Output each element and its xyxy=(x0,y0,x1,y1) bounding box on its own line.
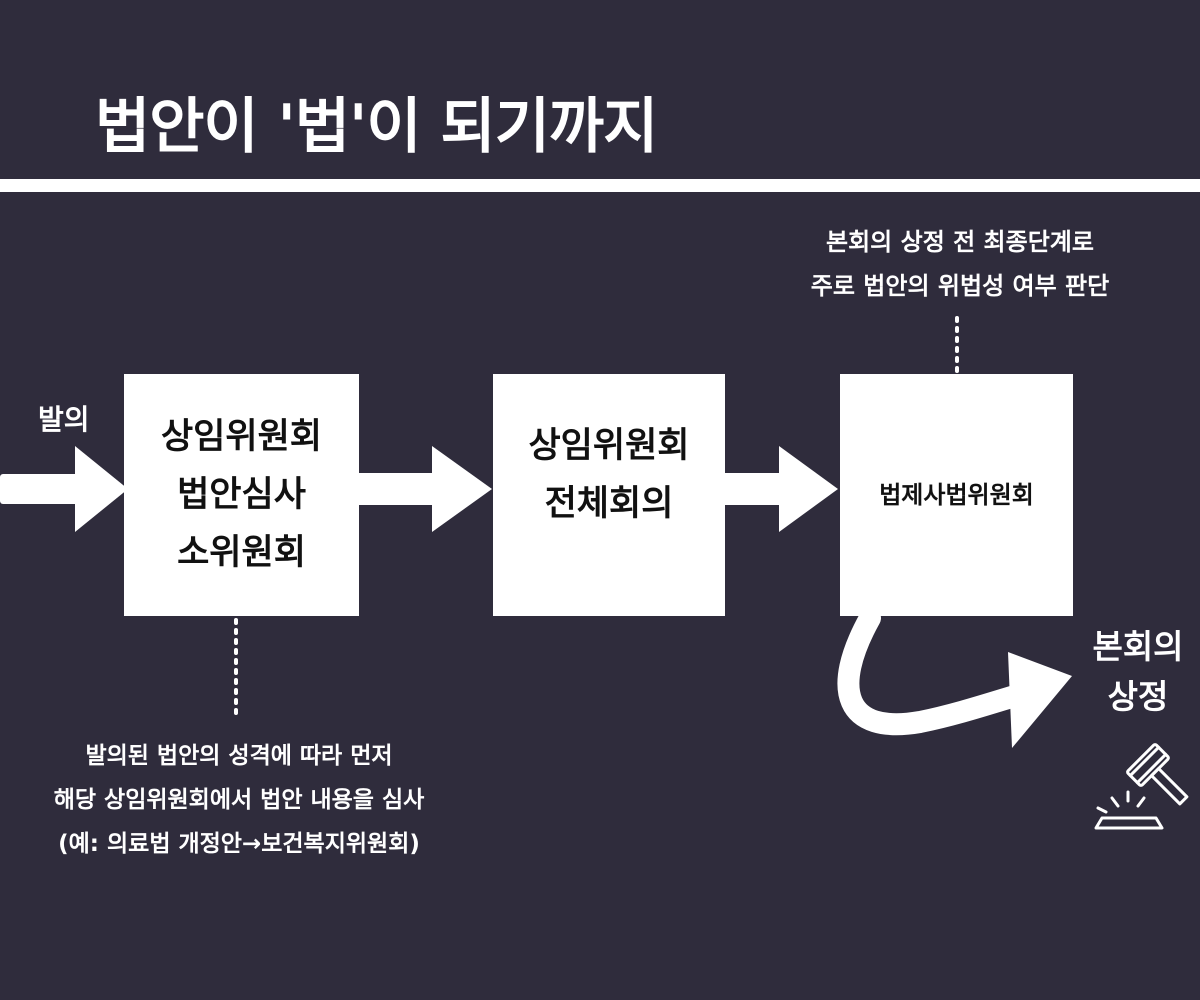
page-title: 법안이 '법'이 되기까지 xyxy=(95,92,658,162)
step-line: 소위원회 xyxy=(177,533,306,573)
arrow-right-icon xyxy=(0,446,128,532)
subcommittee-note: 발의된 법안의 성격에 따라 먼저 해당 상임위원회에서 법안 내용을 심사 (… xyxy=(0,734,478,866)
step-line: 법안심사 xyxy=(177,475,306,515)
note-line: 발의된 법안의 성격에 따라 먼저 xyxy=(85,743,393,769)
proposal-label: 발의 xyxy=(38,403,90,436)
note-line: 본회의 상정 전 최종단계로 xyxy=(826,228,1094,256)
gavel-icon xyxy=(1094,743,1189,830)
step-line: 법제사법위원회 xyxy=(879,480,1034,509)
note-line: 해당 상임위원회에서 법안 내용을 심사 xyxy=(53,787,425,813)
title-divider xyxy=(0,179,1200,192)
arrow-right-icon xyxy=(725,446,838,532)
step-full-committee-box: 상임위원회 전체회의 xyxy=(493,374,725,616)
plenary-label: 본회의 상정 xyxy=(1078,622,1198,722)
plenary-line: 상정 xyxy=(1107,677,1169,716)
note-line: 주로 법안의 위법성 여부 판단 xyxy=(810,272,1110,300)
curved-arrow-icon xyxy=(837,607,1072,748)
plenary-line: 본회의 xyxy=(1092,627,1184,666)
step-line: 전체회의 xyxy=(544,484,674,524)
note-line: (예: 의료법 개정안→보건복지위원회) xyxy=(58,831,420,857)
step-line: 상임위원회 xyxy=(160,417,322,457)
step-line: 상임위원회 xyxy=(528,426,690,466)
arrow-right-icon xyxy=(359,446,492,532)
step-subcommittee-box: 상임위원회 법안심사 소위원회 xyxy=(124,374,359,616)
step-judiciary-box: 법제사법위원회 xyxy=(840,374,1073,616)
judiciary-note: 본회의 상정 전 최종단계로 주로 법안의 위법성 여부 판단 xyxy=(775,220,1145,308)
